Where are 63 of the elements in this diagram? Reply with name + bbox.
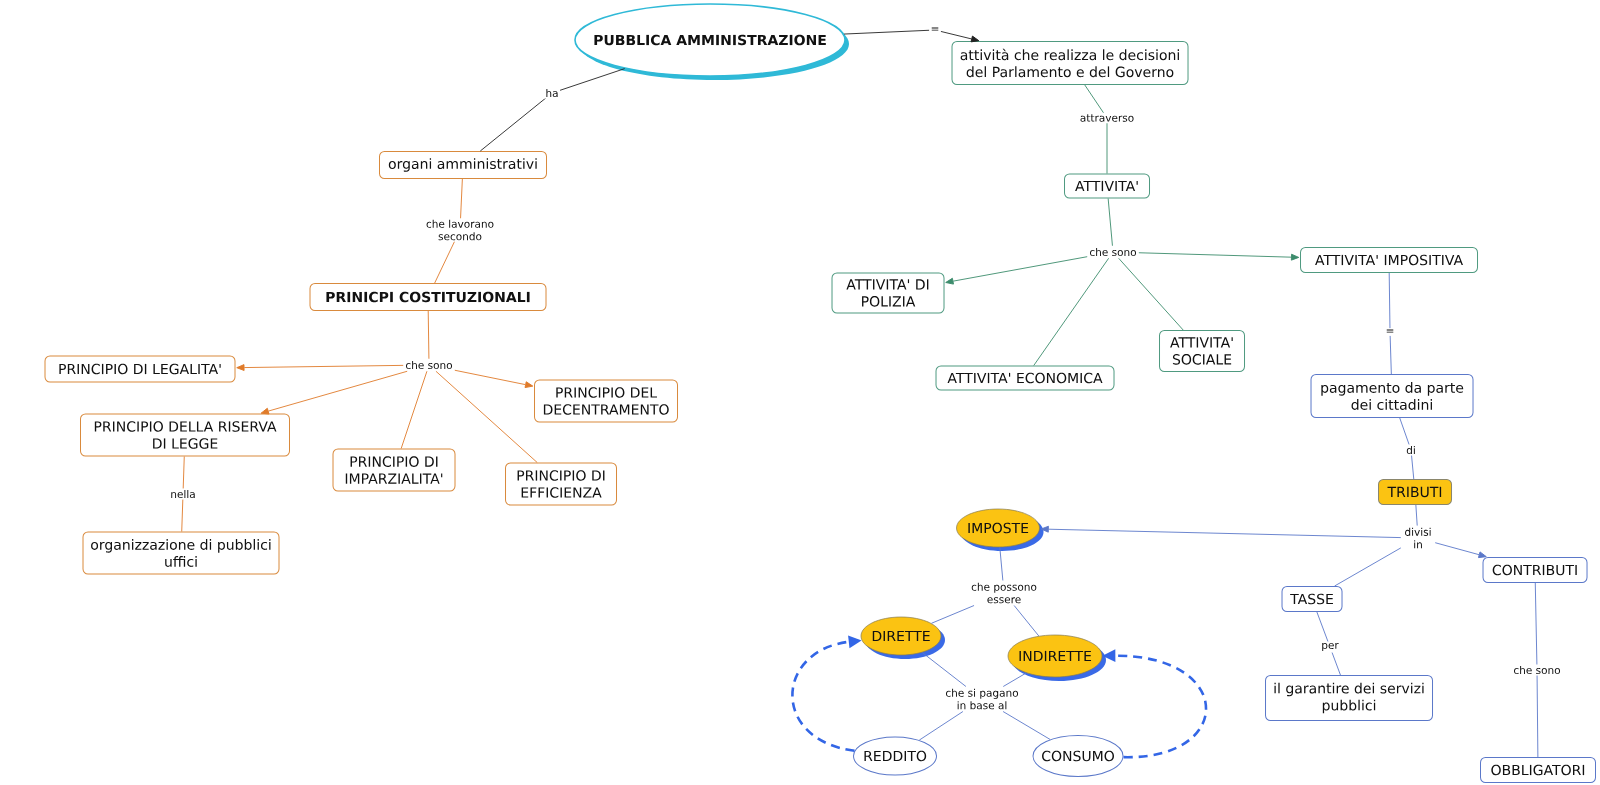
arrow [454, 369, 534, 388]
arrow [843, 29, 980, 43]
concept-box: ATTIVITA' IMPOSITIVA [1300, 247, 1478, 273]
linking-phrase: che sono [1090, 247, 1137, 257]
concept-box: ATTIVITA' ECONOMICA [935, 365, 1115, 391]
concept-box: organi amministrativi [379, 151, 547, 179]
linking-phrase: che si pagano in base al [946, 688, 1019, 710]
connector-line [435, 370, 538, 463]
connector-line [1084, 84, 1108, 174]
connector-line [1118, 257, 1184, 331]
edge-label: = [929, 26, 941, 34]
arrow [1040, 525, 1402, 539]
connector-line [999, 546, 1004, 581]
edge-label: ha [543, 87, 561, 99]
edge-label: attraverso [1078, 112, 1136, 124]
concept-box: PRINCIPIO DI EFFICIENZA [505, 462, 617, 506]
concept-box: CONTRIBUTI [1482, 557, 1588, 583]
concept-box: PRINICPI COSTITUZIONALI [309, 283, 547, 311]
concept-box: il garantire dei servizi pubblici [1265, 675, 1433, 721]
concept-box: TRIBUTI [1378, 479, 1452, 505]
edge-label: = [1384, 328, 1396, 336]
edge-label: che sono [1511, 664, 1563, 676]
concept-box: ATTIVITA' [1064, 173, 1150, 199]
connector-line [1013, 605, 1040, 637]
concept-box: TASSE [1281, 586, 1343, 612]
concept-box: ATTIVITA' DI POLIZIA [831, 272, 945, 314]
connector-line [931, 605, 975, 624]
connector-line [1002, 672, 1027, 687]
edge-label: nella [168, 488, 198, 500]
edge-label: di [1404, 444, 1418, 456]
concept-box: pagamento da parte dei cittadini [1310, 374, 1474, 418]
connector-line [1399, 417, 1415, 480]
edge-label: che lavorano secondo [423, 218, 497, 242]
connector-line [427, 310, 430, 360]
connector-line [1334, 547, 1402, 587]
concept-box: PRINCIPIO DI IMPARZIALITA' [332, 448, 456, 492]
concept-box: attività che realizza le decisioni del Parlamento e del Governo [951, 41, 1189, 85]
linking-phrase: divisi in [1405, 527, 1431, 549]
arrow [1434, 542, 1487, 559]
linking-phrase: che possono essere [971, 582, 1037, 604]
connector-line [1002, 711, 1051, 740]
concept-box: OBBLIGATORI [1480, 757, 1596, 783]
linking-phrase: che sono [406, 360, 453, 370]
arrow [945, 256, 1088, 285]
connector-line [400, 370, 428, 449]
connector-line [918, 711, 964, 741]
connector-line [479, 68, 626, 152]
concept-box: PRINCIPIO DEL DECENTRAMENTO [534, 379, 678, 423]
arrow [1138, 252, 1300, 261]
concept-box: ATTIVITA' SOCIALE [1159, 330, 1245, 372]
concept-box: organizzazione di pubblici uffici [82, 531, 280, 575]
connector-line [1107, 198, 1113, 247]
connector-line [921, 652, 967, 687]
connector-line [1316, 611, 1341, 676]
connector-line [1415, 504, 1418, 527]
connector-line [1388, 272, 1392, 375]
connector-line [1534, 582, 1539, 758]
edge-label: per [1319, 641, 1341, 653]
concept-box: PRINCIPIO DI LEGALITA' [44, 355, 236, 383]
connector-line [1033, 257, 1110, 366]
arrow [236, 364, 404, 371]
concept-box: PRINCIPIO DELLA RISERVA DI LEGGE [80, 413, 290, 457]
arrow [260, 370, 408, 415]
